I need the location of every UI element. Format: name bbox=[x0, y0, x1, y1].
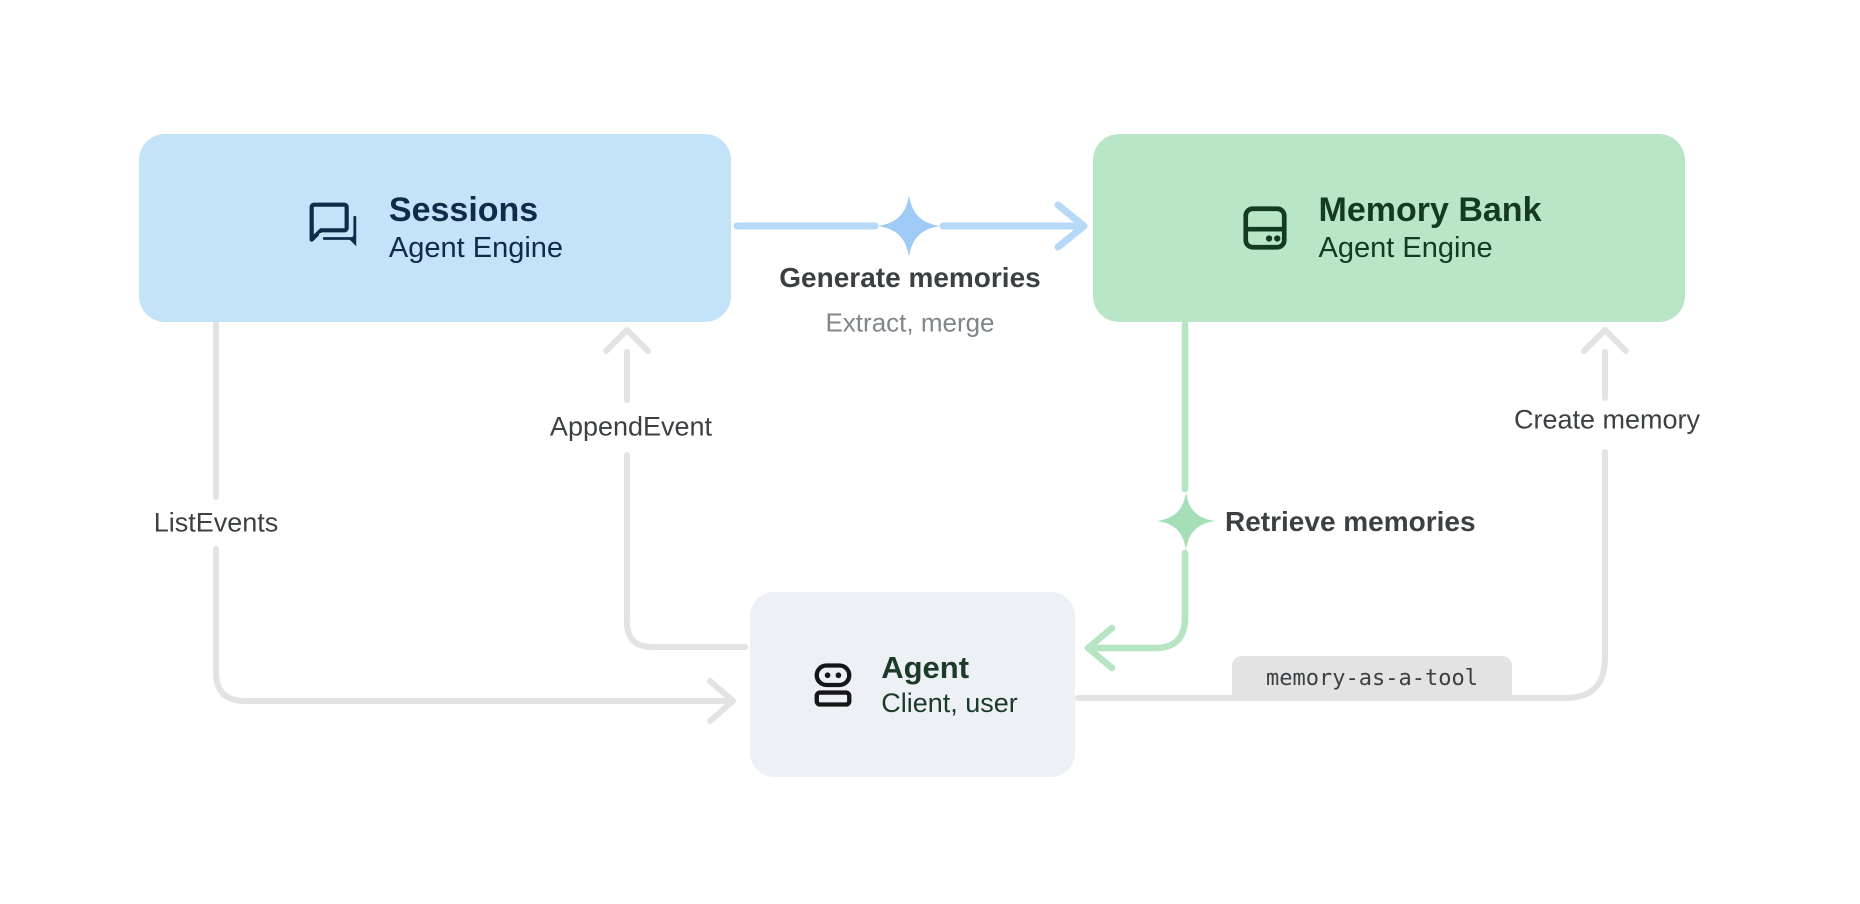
edge-label-append-event: AppendEvent bbox=[549, 411, 713, 442]
edge-create-memory-arrowhead bbox=[1581, 327, 1629, 354]
node-agent-title: Agent bbox=[881, 650, 970, 686]
edge-list-events-arrowhead bbox=[707, 678, 736, 724]
sparkle-icon-blue bbox=[878, 195, 940, 257]
edge-create-memory-line-bottom bbox=[1075, 449, 1608, 701]
edge-label-generate-memories: Generate memories bbox=[779, 262, 1041, 293]
node-memory-bank-subtitle: Agent Engine bbox=[1318, 232, 1493, 265]
node-memory-bank: Memory Bank Agent Engine bbox=[1093, 134, 1685, 322]
node-memory-bank-title: Memory Bank bbox=[1318, 190, 1542, 229]
node-sessions-subtitle: Agent Engine bbox=[388, 232, 564, 265]
edge-append-event-arrowhead bbox=[603, 327, 651, 354]
edge-generate-memories-arrowhead bbox=[1054, 201, 1088, 251]
node-agent: Agent Client, user bbox=[750, 592, 1075, 777]
edge-list-events-line-bottom bbox=[213, 546, 731, 704]
edge-retrieve-memories-line-bottom bbox=[1088, 549, 1189, 652]
node-sessions-title: Sessions bbox=[388, 190, 539, 229]
node-agent-subtitle: Client, user bbox=[881, 687, 1018, 718]
chat-forum-icon bbox=[309, 202, 361, 254]
robot-icon bbox=[814, 662, 852, 707]
node-sessions: Sessions Agent Engine bbox=[139, 134, 731, 322]
edge-label-retrieve-memories: Retrieve memories bbox=[1225, 506, 1476, 537]
edge-label-extract-merge: Extract, merge bbox=[825, 307, 995, 338]
edge-label-create-memory: Create memory bbox=[1513, 404, 1701, 435]
edge-label-list-events: ListEvents bbox=[153, 507, 279, 538]
edge-append-event-line-bottom bbox=[624, 452, 748, 650]
edge-retrieve-memories-arrowhead bbox=[1084, 624, 1116, 672]
memory-as-a-tool-badge: memory-as-a-tool bbox=[1232, 656, 1512, 700]
sparkle-icon-green bbox=[1157, 492, 1215, 550]
storage-bank-icon bbox=[1242, 206, 1287, 250]
